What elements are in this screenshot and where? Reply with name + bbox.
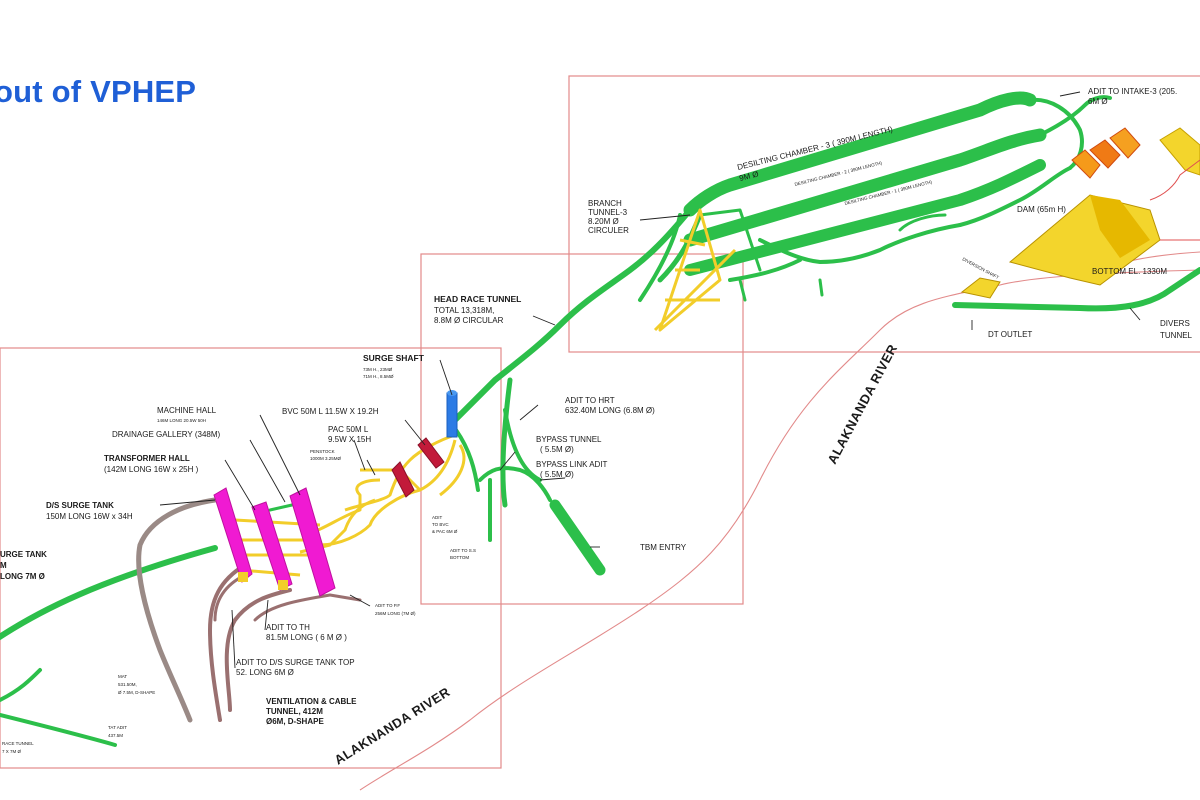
dam-structure xyxy=(960,194,1161,299)
label-mat-1: MAT xyxy=(118,674,127,679)
label-adit-pf-1: ADIT TO P.F xyxy=(375,603,400,608)
diversion-tunnel xyxy=(952,267,1200,312)
frame-middle xyxy=(420,253,744,605)
label-ventilation-3: Ø6M, D-SHAPE xyxy=(266,717,324,726)
label-adit-th-2: 81.5M LONG ( 6 M Ø ) xyxy=(266,633,347,642)
frame-powerhouse xyxy=(0,347,502,769)
label-surge-shaft-sub-1: 73M H., 23MØ xyxy=(363,367,393,372)
label-adit-ds-top-1: ADIT TO D/S SURGE TANK TOP xyxy=(236,658,355,667)
leader-lines xyxy=(159,91,1141,669)
label-hrt-2: TOTAL 13,318M, xyxy=(434,306,494,315)
ds-surge-tank-cavern xyxy=(213,487,253,583)
label-bottom-el: BOTTOM EL. 1330M xyxy=(1092,267,1167,276)
surge-shaft xyxy=(446,390,458,438)
tbm-entry-tunnel xyxy=(549,499,606,576)
label-ventilation-2: TUNNEL, 412M xyxy=(266,707,323,716)
label-left-tunnel-2: 7 X 7M Ø xyxy=(2,749,22,754)
label-adit-bottom-2: BOTTOM xyxy=(450,555,469,560)
mat-adit xyxy=(136,497,218,723)
access-adits xyxy=(136,497,362,723)
label-adit-bvc-3: & PAC 6M Ø xyxy=(432,529,458,534)
label-river-upper: ALAKNANDA RIVER xyxy=(824,341,900,466)
label-branch-4: CIRCULER xyxy=(588,226,629,235)
tailrace-tunnel xyxy=(0,545,218,641)
tat-adit xyxy=(0,713,117,747)
underground-caverns xyxy=(213,487,336,597)
desilting-chamber-2 xyxy=(683,128,1047,247)
head-race-tunnel xyxy=(452,207,693,423)
label-adit-th-1: ADIT TO TH xyxy=(266,623,310,632)
desilting-chamber-3 xyxy=(683,91,1037,217)
label-drainage-gallery: DRAINAGE GALLERY (348M) xyxy=(112,430,221,439)
label-tbm-entry: TBM ENTRY xyxy=(640,543,687,552)
label-adit-pf-2: 256M LONG (7M Ø) xyxy=(375,611,416,616)
label-adit-hrt-1: ADIT TO HRT xyxy=(565,396,615,405)
frame-headworks xyxy=(568,75,1200,353)
label-pac-2: 9.5W X 15H xyxy=(328,435,371,444)
label-adit-bvc-1: ADIT xyxy=(432,515,443,520)
label-ventilation-1: VENTILATION & CABLE xyxy=(266,697,357,706)
label-branch-2: TUNNEL-3 xyxy=(588,208,628,217)
label-transformer-hall-1: TRANSFORMER HALL xyxy=(104,454,190,463)
desilting-chamber-1 xyxy=(684,159,1046,276)
dam-access xyxy=(1149,159,1200,241)
label-tat-1: TAT ADIT xyxy=(108,725,127,730)
ventilation-cable-tunnel xyxy=(208,563,247,722)
label-bvc: BVC 50M L 11.5W X 19.2H xyxy=(282,407,379,416)
slide-title: out of VPHEP xyxy=(0,74,197,109)
label-pac-1: PAC 50M L xyxy=(328,425,369,434)
river-banks xyxy=(359,251,1200,791)
pac-cavern xyxy=(391,461,415,498)
label-hrt-3: 8.8M Ø CIRCULAR xyxy=(434,316,504,325)
label-bypass-link-2: ( 5.5M Ø) xyxy=(540,470,574,479)
label-diversion-1: DIVERS xyxy=(1160,319,1190,328)
label-adit-hrt-2: 632.40M LONG (6.8M Ø) xyxy=(565,406,655,415)
label-surge-tank-left-2: M xyxy=(0,561,7,570)
label-bypass-link-1: BYPASS LINK ADIT xyxy=(536,460,608,469)
label-adit-bottom-1: ADIT TO S.S xyxy=(450,548,476,553)
label-adit-bvc-2: TO BVC xyxy=(432,522,449,527)
intake-structures xyxy=(1071,127,1200,179)
label-ds-surge-tank-2: 150M LONG 16W x 34H xyxy=(46,512,133,521)
label-dt-outlet: DT OUTLET xyxy=(988,330,1032,339)
branch-tunnel-structure xyxy=(653,208,737,332)
label-mat-3: Ø 7.5M, D-SHAPE xyxy=(118,690,155,695)
label-transformer-hall-2: (142M LONG 16W x 25H ) xyxy=(104,465,199,474)
bvc-cavern xyxy=(417,437,445,469)
label-machine-hall-1: MACHINE HALL xyxy=(157,406,217,415)
label-tat-2: 437.5M xyxy=(108,733,123,738)
machine-hall-cavern xyxy=(289,487,336,597)
label-left-tunnel-1: RACE TUNNEL xyxy=(2,741,34,746)
label-penstock-2: 1000M 3.25MØ xyxy=(310,456,342,461)
adit-to-hrt xyxy=(500,377,513,508)
label-bypass-2: ( 5.5M Ø) xyxy=(540,445,574,454)
label-adit-intake-1: ADIT TO INTAKE-3 (205. xyxy=(1088,87,1177,96)
label-bypass-1: BYPASS TUNNEL xyxy=(536,435,602,444)
label-surge-shaft-sub-2: 71M H., 8.5MØ xyxy=(363,374,394,379)
label-hrt-1: HEAD RACE TUNNEL xyxy=(434,294,521,304)
label-diversion-2: TUNNEL xyxy=(1160,331,1193,340)
label-surge-shaft: SURGE SHAFT xyxy=(363,353,425,363)
label-dam: DAM (65m H) xyxy=(1017,205,1066,214)
label-branch-1: BRANCH xyxy=(588,199,622,208)
label-surge-tank-left-1: URGE TANK xyxy=(0,550,47,559)
label-penstock-1: PENSTOCK xyxy=(310,449,335,454)
label-diversion-shaft: DIVERSION SHAFT xyxy=(962,256,1001,280)
label-branch-3: 8.20M Ø xyxy=(588,217,619,226)
diagram-labels: ADIT TO INTAKE-3 (205. 6M Ø DESILTING CH… xyxy=(0,87,1193,768)
transformer-hall-cavern xyxy=(251,501,293,591)
label-mat-2: 531.50M, xyxy=(118,682,137,687)
label-adit-ds-top-2: 52. LONG 6M Ø xyxy=(236,668,294,677)
label-adit-intake-2: 6M Ø xyxy=(1088,97,1108,106)
river-bank-left xyxy=(359,269,1200,791)
cavern-accents xyxy=(238,572,288,590)
bypass-link-adit xyxy=(478,466,552,502)
valve-chambers xyxy=(391,437,445,498)
label-machine-hall-2: 146M LONG 20.5W 50H xyxy=(157,418,206,423)
label-ds-surge-tank-1: D/S SURGE TANK xyxy=(46,501,114,510)
label-surge-tank-left-3: LONG 7M Ø xyxy=(0,572,45,581)
section-frames xyxy=(0,75,1200,769)
green-tunnels xyxy=(0,91,1200,747)
